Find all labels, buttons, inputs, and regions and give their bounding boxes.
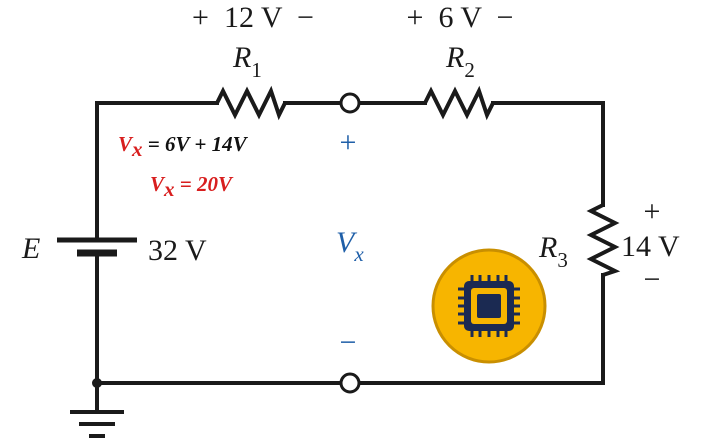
chip-icon xyxy=(458,275,520,337)
resistor-r2 xyxy=(423,85,495,121)
kvl-equation-line2: Vx = 20V xyxy=(150,172,234,201)
battery-symbol xyxy=(57,237,137,257)
r3-label: R3 xyxy=(538,231,568,272)
ground-symbol xyxy=(70,410,124,438)
r1-label: R1 xyxy=(232,41,262,82)
r3-minus-sign: − xyxy=(644,263,661,296)
resistor-r1 xyxy=(215,85,287,121)
vx-plus-sign: + xyxy=(340,126,357,159)
r1-voltage-label: + 12 V − xyxy=(192,1,314,34)
kvl-equation-line1: Vx = 6V + 14V xyxy=(118,132,249,161)
r3-plus-sign: + xyxy=(644,195,661,228)
r2-label: R2 xyxy=(445,41,475,82)
resistor-r3 xyxy=(586,203,621,277)
r3-voltage-value: 14 V xyxy=(621,230,680,263)
terminal-top xyxy=(339,92,361,114)
r2-voltage-label: + 6 V − xyxy=(407,1,514,34)
source-label: E xyxy=(21,232,40,265)
source-voltage-value: 32 V xyxy=(148,234,207,267)
terminal-bottom xyxy=(339,372,361,394)
vx-minus-sign: − xyxy=(340,326,357,359)
vx-label: Vx xyxy=(336,226,364,266)
junction-dot xyxy=(92,378,102,388)
chip-badge[interactable] xyxy=(431,248,547,364)
